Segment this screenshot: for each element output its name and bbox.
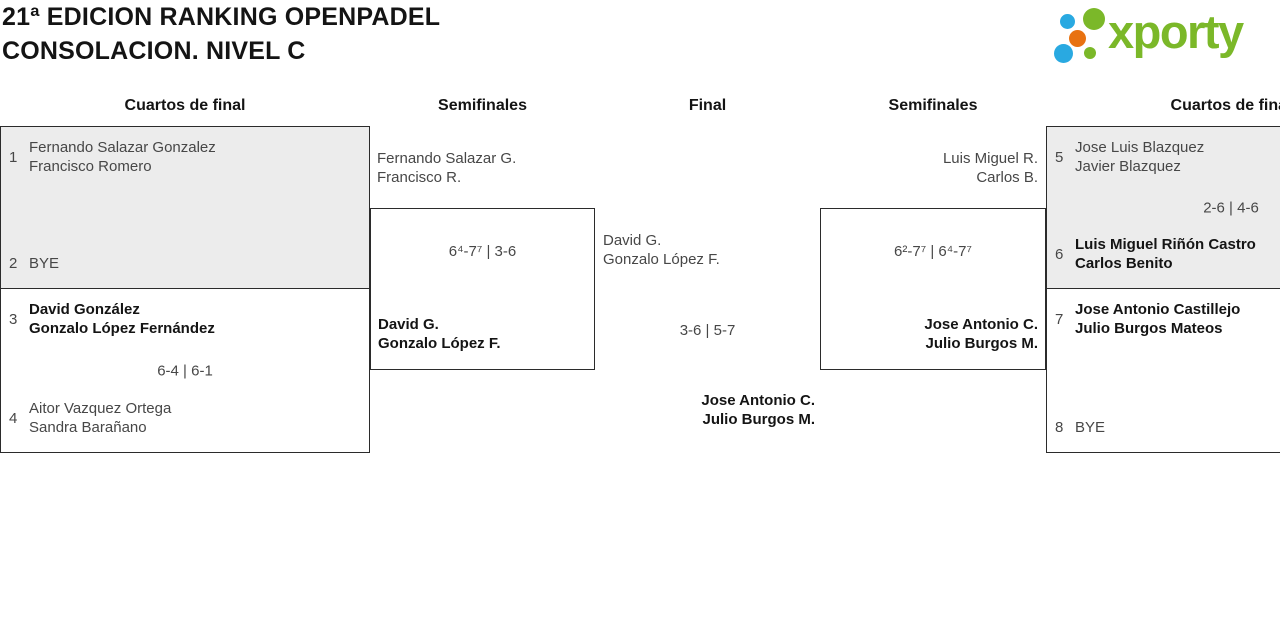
logo-dot-green-small-icon bbox=[1084, 47, 1096, 59]
round-header-quarterfinals-left: Cuartos de final bbox=[124, 97, 246, 114]
player-name: David G. bbox=[378, 316, 439, 333]
player-name: Jose Antonio C. bbox=[701, 392, 815, 409]
team-row: 5 Jose Luis Blazquez Javier Blazquez bbox=[1055, 138, 1280, 176]
player-name: Fernando Salazar Gonzalez bbox=[29, 139, 216, 156]
player-name: Carlos B. bbox=[976, 169, 1038, 186]
sf-right-winner: Jose Antonio C. Julio Burgos M. bbox=[924, 315, 1038, 353]
page-title-line1: 21ª EDICION RANKING OPENPADEL bbox=[2, 3, 441, 31]
team-row: 1 Fernando Salazar Gonzalez Francisco Ro… bbox=[9, 138, 361, 176]
team-names: David González Gonzalo López Fernández bbox=[29, 300, 215, 338]
team-names: Aitor Vazquez Ortega Sandra Barañano bbox=[29, 399, 171, 437]
match-score: 6²-7⁷ | 6⁴-7⁷ bbox=[894, 243, 972, 260]
seed-number: 4 bbox=[9, 409, 18, 427]
player-name: Luis Miguel R. bbox=[942, 150, 1038, 167]
final-score: 3-6 | 5-7 bbox=[679, 322, 736, 339]
logo-dot-blue-large-icon bbox=[1054, 44, 1073, 63]
sf-left-winner: David G. Gonzalo López F. bbox=[378, 315, 501, 353]
player-name: Aitor Vazquez Ortega bbox=[29, 400, 172, 417]
player-name: Jose Antonio Castillejo bbox=[1075, 301, 1241, 318]
player-name: David G. bbox=[603, 232, 662, 249]
match-qf-left-1[interactable]: 1 Fernando Salazar Gonzalez Francisco Ro… bbox=[0, 126, 370, 289]
player-name: Julio Burgos Mateos bbox=[1075, 320, 1223, 337]
player-name: Julio Burgos M. bbox=[925, 335, 1039, 352]
page-title: 21ª EDICION RANKING OPENPADEL CONSOLACIO… bbox=[2, 0, 440, 68]
team-row-winner: 6 Luis Miguel Riñón Castro Carlos Benito bbox=[1055, 235, 1280, 273]
match-score: 6-4 | 6-1 bbox=[157, 362, 213, 379]
round-header-semifinals-left: Semifinales bbox=[438, 97, 527, 114]
seed-number: 5 bbox=[1055, 148, 1064, 166]
team-names: Jose Antonio Castillejo Julio Burgos Mat… bbox=[1075, 300, 1240, 338]
seed-number: 3 bbox=[9, 310, 18, 328]
player-name: Francisco Romero bbox=[29, 158, 152, 175]
match-qf-right-2[interactable]: 7 Jose Antonio Castillejo Julio Burgos M… bbox=[1046, 288, 1280, 453]
logo-wordmark: xporty bbox=[1108, 5, 1244, 58]
match-sf-right[interactable]: 6²-7⁷ | 6⁴-7⁷ Jose Antonio C. Julio Burg… bbox=[820, 208, 1046, 370]
seed-number: 7 bbox=[1055, 310, 1064, 328]
match-score: 2-6 | 4-6 bbox=[1203, 199, 1259, 216]
bye-label: BYE bbox=[29, 255, 60, 272]
sf-left-team-a: Fernando Salazar G. Francisco R. bbox=[377, 149, 516, 187]
player-name: Francisco R. bbox=[377, 169, 462, 186]
match-sf-left[interactable]: 6⁴-7⁷ | 3-6 David G. Gonzalo López F. bbox=[370, 208, 595, 370]
team-names: Luis Miguel Riñón Castro Carlos Benito bbox=[1075, 235, 1256, 273]
seed-number: 2 bbox=[9, 255, 18, 272]
final-winner: Jose Antonio C. Julio Burgos M. bbox=[701, 391, 815, 429]
player-name: Gonzalo López F. bbox=[603, 251, 720, 268]
final-team-a: David G. Gonzalo López F. bbox=[603, 231, 720, 269]
team-names: BYE bbox=[1075, 418, 1105, 437]
round-header-semifinals-right: Semifinales bbox=[888, 97, 978, 114]
player-name: Carlos Benito bbox=[1075, 255, 1173, 272]
xporty-logo[interactable]: xporty bbox=[1050, 2, 1278, 70]
player-name: Sandra Barañano bbox=[29, 419, 147, 436]
player-name: Gonzalo López F. bbox=[378, 335, 501, 352]
player-name: Jose Antonio C. bbox=[924, 316, 1038, 333]
player-name: Javier Blazquez bbox=[1075, 158, 1181, 175]
seed-number: 8 bbox=[1055, 419, 1064, 436]
team-row: 2 BYE bbox=[9, 254, 361, 273]
team-names: BYE bbox=[29, 254, 59, 273]
team-names: Fernando Salazar Gonzalez Francisco Rome… bbox=[29, 138, 216, 176]
seed-number: 6 bbox=[1055, 245, 1064, 263]
logo-dot-orange-icon bbox=[1069, 30, 1086, 47]
player-name: Fernando Salazar G. bbox=[377, 150, 517, 167]
round-header-final: Final bbox=[688, 97, 727, 114]
seed-number: 1 bbox=[9, 148, 18, 166]
player-name: Luis Miguel Riñón Castro bbox=[1075, 236, 1256, 253]
logo-dot-green-large-icon bbox=[1083, 8, 1105, 30]
match-qf-left-2[interactable]: 3 David González Gonzalo López Fernández… bbox=[0, 288, 370, 453]
player-name: David González bbox=[29, 301, 140, 318]
bye-label: BYE bbox=[1075, 419, 1106, 436]
player-name: Julio Burgos M. bbox=[702, 411, 816, 428]
team-row-winner: 3 David González Gonzalo López Fernández bbox=[9, 300, 361, 338]
logo-dot-blue-small-icon bbox=[1060, 14, 1075, 29]
round-header-quarterfinals-right: Cuartos de final bbox=[1170, 97, 1280, 114]
page-title-line2: CONSOLACION. NIVEL C bbox=[2, 37, 306, 65]
team-row: 8 BYE bbox=[1055, 418, 1280, 437]
team-row-winner: 7 Jose Antonio Castillejo Julio Burgos M… bbox=[1055, 300, 1280, 338]
player-name: Gonzalo López Fernández bbox=[29, 320, 215, 337]
player-name: Jose Luis Blazquez bbox=[1075, 139, 1205, 156]
team-row: 4 Aitor Vazquez Ortega Sandra Barañano bbox=[9, 399, 361, 437]
team-names: Jose Luis Blazquez Javier Blazquez bbox=[1075, 138, 1204, 176]
match-score: 6⁴-7⁷ | 3-6 bbox=[448, 243, 517, 260]
match-qf-right-1[interactable]: 5 Jose Luis Blazquez Javier Blazquez 2-6… bbox=[1046, 126, 1280, 289]
sf-right-team-a: Luis Miguel R. Carlos B. bbox=[943, 149, 1038, 187]
